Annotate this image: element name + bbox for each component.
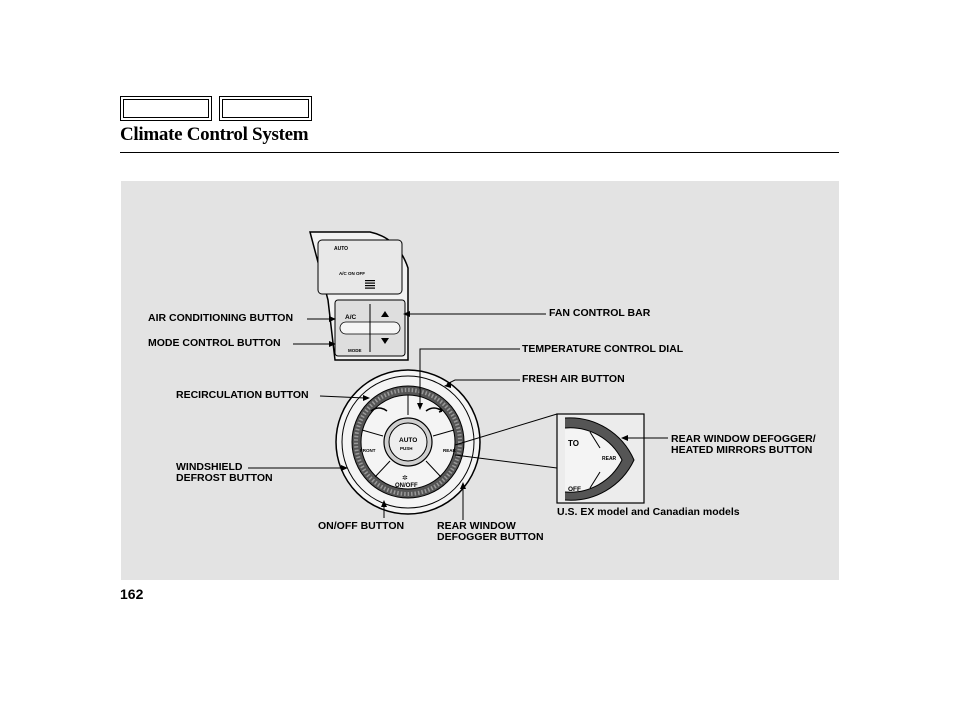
inset-to-text: TO <box>568 439 579 448</box>
model-note-label: U.S. EX model and Canadian models <box>557 506 740 518</box>
title-divider <box>120 152 839 153</box>
inset-off-text: OFF <box>568 486 581 493</box>
page-number: 162 <box>120 586 144 602</box>
display-ac-text: A/C ON OFF <box>339 271 365 276</box>
section-tab-1[interactable] <box>120 96 212 121</box>
rear-defogger-heated-mirrors-button-label: REAR WINDOW DEFOGGER/ HEATED MIRRORS BUT… <box>671 433 816 456</box>
inset-view: TO REAR OFF <box>556 413 645 504</box>
rear-window-defogger-button-label: REAR WINDOW DEFOGGER BUTTON <box>437 520 544 543</box>
inset-rear-text[interactable]: REAR <box>602 456 617 462</box>
fan-control-bar-label: FAN CONTROL BAR <box>549 307 651 319</box>
auto-push-text[interactable]: AUTO <box>399 437 417 444</box>
push-text: PUSH <box>400 446 413 451</box>
fresh-air-button-label: FRESH AIR BUTTON <box>522 373 625 385</box>
section-tab-2[interactable] <box>219 96 312 121</box>
windshield-defrost-button-label: WINDSHIELD DEFROST BUTTON <box>176 461 273 484</box>
ac-button-text[interactable]: A/C <box>345 314 357 321</box>
recirculation-button-label: RECIRCULATION BUTTON <box>176 389 309 401</box>
page-title: Climate Control System <box>120 124 309 145</box>
recirculation-icon[interactable] <box>370 407 388 412</box>
on-off-text[interactable]: ON/OFF <box>395 483 418 489</box>
fresh-air-icon[interactable] <box>425 407 443 413</box>
front-defrost-text[interactable]: FRONT <box>360 448 376 453</box>
fan-down-arrow-icon[interactable] <box>381 338 389 344</box>
on-off-button-label: ON/OFF BUTTON <box>318 520 405 532</box>
fan-level-icon <box>365 280 375 289</box>
callout-leaders <box>248 313 668 520</box>
main-dial: AUTO PUSH FRONT REAR ON/OFF ✲ <box>335 369 481 515</box>
callout-arrowheads <box>329 311 628 507</box>
temperature-control-dial-label: TEMPERATURE CONTROL DIAL <box>522 343 684 355</box>
mode-button-text[interactable]: MODE <box>348 348 362 353</box>
rear-defog-text[interactable]: REAR <box>443 448 457 453</box>
mode-control-button-label: MODE CONTROL BUTTON <box>148 337 281 349</box>
upper-panel: AUTO A/C ON OFF A/C MODE <box>309 231 409 361</box>
fan-up-arrow-icon[interactable] <box>381 311 389 317</box>
inset-connector-lines <box>454 413 558 469</box>
fan-icon: ✲ <box>402 474 408 482</box>
display-auto-text: AUTO <box>334 246 348 252</box>
air-conditioning-button-label: AIR CONDITIONING BUTTON <box>148 312 294 324</box>
